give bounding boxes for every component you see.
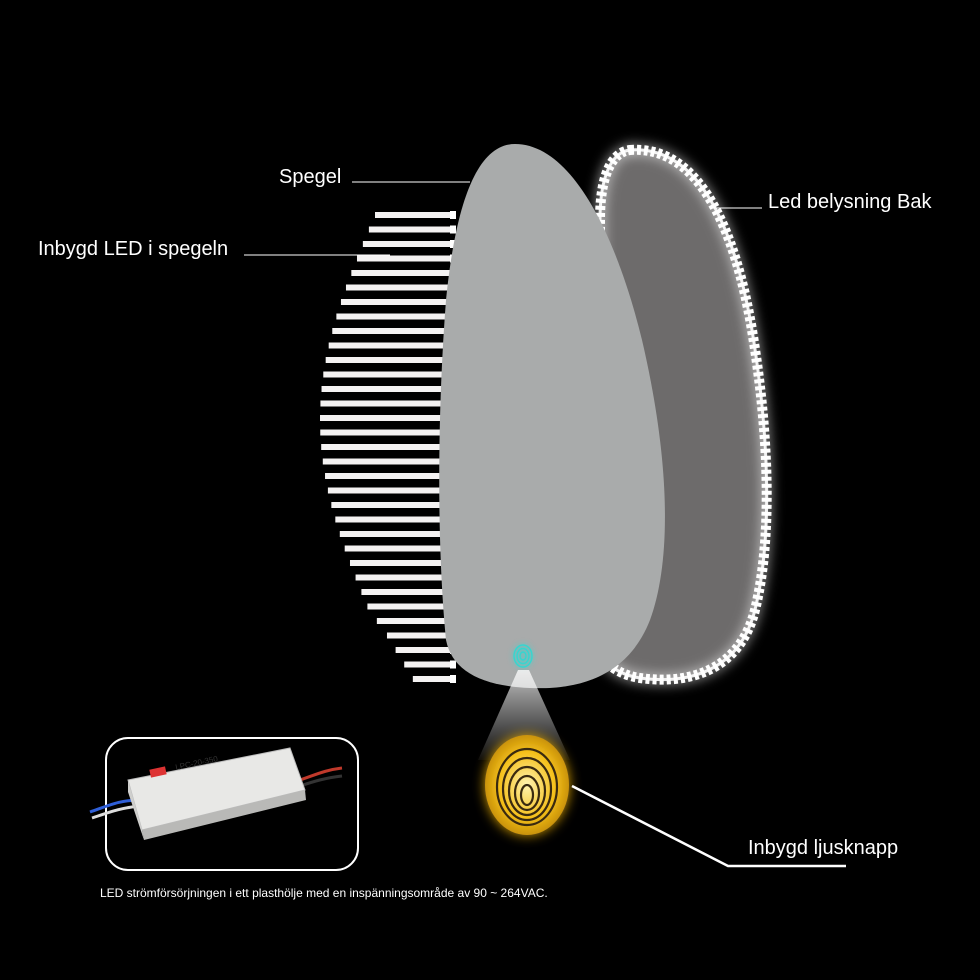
led-bar [362, 241, 450, 247]
led-bar [412, 676, 450, 682]
led-bar [356, 255, 450, 262]
led-bar [320, 429, 450, 436]
led-bar [361, 589, 450, 595]
led-bar [325, 473, 450, 479]
builtin-led-bars [320, 211, 456, 683]
led-bar-glow [450, 225, 456, 234]
mirror-face [439, 144, 665, 689]
label-builtin-led: Inbygd LED i spegeln [38, 238, 229, 260]
led-bar [325, 357, 450, 363]
led-bar [323, 371, 450, 378]
power-supply-frame [105, 737, 359, 871]
light-beam [478, 670, 570, 760]
label-light-switch: Inbygd ljusknapp [748, 837, 899, 859]
led-bar [404, 661, 450, 668]
led-bar-glow [450, 211, 456, 219]
power-supply-unit: LPC-20-350 [89, 747, 343, 840]
led-bar [331, 502, 450, 508]
touch-sensor-icon [513, 644, 533, 668]
led-bar [327, 487, 450, 494]
led-bar-glow [450, 240, 456, 248]
led-bar [322, 458, 450, 465]
led-bar [355, 574, 450, 581]
label-mirror: Spegel [279, 166, 342, 188]
led-bar [386, 632, 450, 639]
led-bar [375, 212, 450, 218]
led-bar-glow [450, 675, 456, 683]
led-bar [321, 386, 450, 392]
led-bar [376, 618, 450, 624]
led-bar [344, 545, 450, 552]
label-back-lighting: Led belysning Bak [768, 191, 932, 213]
led-bar [320, 415, 450, 421]
led-bar-glow [450, 660, 456, 669]
power-supply-caption: LED strömförsörjningen i ett plasthölje … [100, 886, 548, 900]
led-bar [328, 342, 450, 349]
led-bar [340, 299, 450, 305]
led-bar [332, 328, 450, 334]
led-bar [320, 400, 450, 407]
led-bar [336, 313, 450, 320]
fingerprint-icon [485, 735, 569, 835]
leader-lines [244, 181, 846, 868]
led-bar [395, 647, 450, 653]
led-bar [321, 444, 450, 450]
led-bar [368, 226, 450, 233]
led-bar [345, 284, 450, 291]
led-bar [335, 516, 450, 523]
led-bar [367, 603, 450, 610]
led-bar [339, 531, 450, 537]
led-bar [351, 270, 450, 276]
led-bar [349, 560, 450, 566]
